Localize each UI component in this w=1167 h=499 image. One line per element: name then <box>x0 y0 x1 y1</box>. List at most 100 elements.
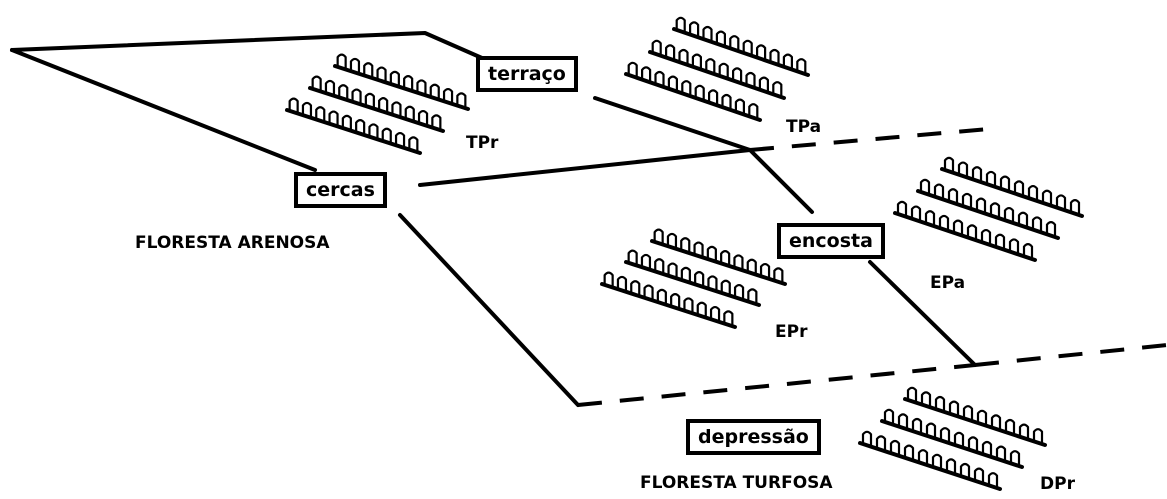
tree-icon <box>903 444 915 460</box>
tree-row <box>880 408 1024 469</box>
tree-icon <box>363 62 374 77</box>
tree-icon <box>952 219 964 235</box>
tree-icon <box>715 30 726 46</box>
tree-icon <box>656 288 667 304</box>
tree-icon <box>875 435 887 450</box>
tree-icon <box>680 237 691 252</box>
tree-icon <box>709 305 721 321</box>
tree-row <box>624 61 762 122</box>
tree-icon <box>376 66 387 82</box>
right-dashed-boundary <box>974 343 1167 367</box>
tree-icon <box>745 71 756 87</box>
fence-line <box>418 148 752 187</box>
slope-label: encosta <box>777 223 885 259</box>
tree-row <box>858 430 1002 491</box>
tree-icon <box>627 249 638 265</box>
tree-icon <box>1009 450 1021 465</box>
tree-icon <box>938 214 950 230</box>
tree-icon <box>1003 206 1015 222</box>
tree-icon <box>1013 180 1025 195</box>
tree-icon <box>906 386 918 402</box>
tree-icon <box>680 266 691 282</box>
plot-label-epr: EPr <box>775 322 808 342</box>
tree-icon <box>1041 189 1053 205</box>
tree-icon <box>976 409 988 425</box>
tree-icon <box>759 262 771 278</box>
tree-icon <box>689 21 700 36</box>
depression-label: depressão <box>686 419 821 455</box>
tree-icon <box>391 101 402 116</box>
plot-label-tpa: TPa <box>786 117 822 137</box>
fences-label: cercas <box>294 172 387 208</box>
tree-icon <box>931 453 943 469</box>
tree-icon <box>975 197 987 213</box>
tree-icon <box>653 228 664 244</box>
tree-icon <box>670 293 681 308</box>
tree-icon <box>288 97 299 113</box>
tree-icon <box>973 467 985 483</box>
tree-row <box>672 16 810 77</box>
tree-icon <box>705 58 716 73</box>
tree-plot-epr <box>600 228 787 329</box>
tree-icon <box>1027 184 1039 200</box>
tree-icon <box>702 25 713 41</box>
tree-icon <box>1022 243 1034 258</box>
tree-icon <box>953 431 965 447</box>
tree-row <box>903 386 1047 447</box>
slope-lower-line <box>868 260 977 367</box>
tree-icon <box>924 210 936 225</box>
tree-icon <box>772 81 783 96</box>
tree-icon <box>723 310 734 325</box>
tree-icon <box>338 84 349 99</box>
tree-icon <box>962 405 974 420</box>
tree-icon <box>328 110 339 126</box>
tree-icon <box>990 414 1002 429</box>
tree-icon <box>985 170 997 186</box>
tree-icon <box>616 275 628 291</box>
tree-icon <box>417 109 429 125</box>
tree-icon <box>987 472 999 487</box>
tree-row <box>285 97 422 155</box>
terrace-slope-line <box>593 96 752 152</box>
tree-icon <box>720 250 731 265</box>
tree-icon <box>1069 199 1081 214</box>
tree-icon <box>911 417 923 433</box>
tree-icon <box>742 39 753 55</box>
tree-icon <box>429 83 440 99</box>
tree-icon <box>758 76 769 92</box>
tree-icon <box>456 92 467 107</box>
tree-icon <box>861 430 873 446</box>
tree-icon <box>1008 238 1020 253</box>
tree-icon <box>324 79 336 95</box>
tree-row <box>624 249 761 307</box>
tree-icon <box>919 178 931 194</box>
tree-icon <box>989 202 1001 217</box>
tree-plot-dpr <box>858 386 1047 491</box>
tree-icon <box>651 39 662 55</box>
tree-icon <box>665 44 676 59</box>
slope-upper-line <box>748 148 814 214</box>
tree-icon <box>1017 211 1029 227</box>
tree-row <box>893 200 1037 262</box>
tree-icon <box>995 445 1007 461</box>
tree-icon <box>381 127 392 143</box>
tree-icon <box>355 119 366 134</box>
tree-icon <box>1032 428 1044 443</box>
upper-ridge-line <box>10 31 484 60</box>
tree-icon <box>315 106 326 121</box>
tree-icon <box>404 105 415 121</box>
tree-icon <box>408 136 419 151</box>
tree-icon <box>364 92 375 108</box>
tree-icon <box>1031 216 1043 231</box>
tree-icon <box>933 183 945 199</box>
tree-icon <box>666 232 678 248</box>
plot-label-epa: EPa <box>930 273 966 293</box>
tree-icon <box>389 70 400 86</box>
tree-icon <box>971 166 983 181</box>
tree-icon <box>883 408 895 424</box>
tree-icon <box>939 427 951 442</box>
tree-icon <box>694 84 705 100</box>
tree-icon <box>945 458 957 473</box>
tree-icon <box>746 258 757 274</box>
